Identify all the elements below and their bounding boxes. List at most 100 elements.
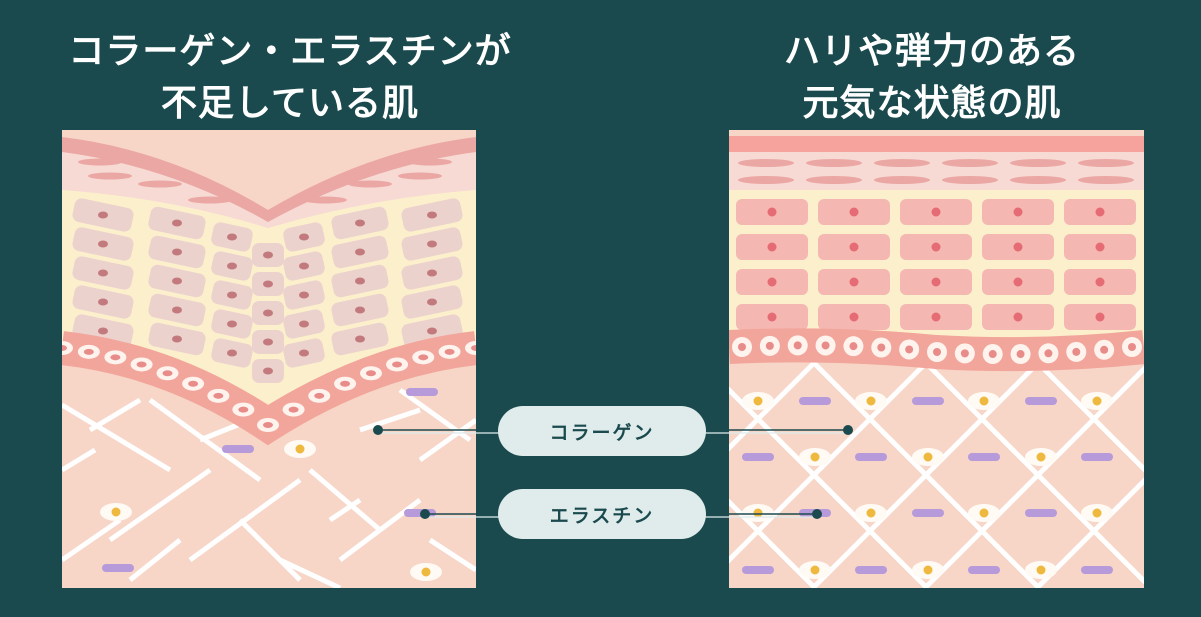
collagen-fiber-broken: [62, 517, 122, 563]
cell-nucleus: [172, 248, 182, 256]
cell-nucleus: [227, 262, 237, 270]
elastin-fiber: [912, 397, 944, 405]
basal-cell-nucleus: [83, 348, 94, 355]
cell-nucleus: [427, 240, 437, 248]
basal-cell-nucleus: [1016, 350, 1025, 359]
cell-nucleus: [263, 338, 273, 346]
cell-nucleus: [1013, 242, 1023, 252]
cell-nucleus: [98, 240, 108, 248]
fibroblast-nucleus: [295, 444, 305, 454]
cell-nucleus: [1095, 207, 1105, 217]
basal-cell-nucleus: [418, 354, 429, 361]
cell-nucleus: [299, 291, 309, 299]
basal-cell-nucleus: [162, 370, 173, 377]
collagen-fiber-broken: [188, 477, 302, 563]
cell-nucleus: [299, 320, 309, 328]
collagen-fiber: [923, 365, 1144, 588]
cell-nucleus: [931, 207, 941, 217]
basal-cell-nucleus: [1100, 345, 1109, 354]
horny-flake: [398, 172, 442, 180]
fibroblast-nucleus: [1092, 508, 1102, 518]
collagen-fiber: [729, 498, 817, 588]
right-title-line-2: 元気な状態の肌: [802, 83, 1062, 124]
elastin-pointer-right: [812, 509, 822, 519]
collagen-fibers-right: [729, 360, 1144, 588]
cell-nucleus: [227, 349, 237, 357]
elastin-fiber: [742, 453, 774, 461]
basal-cell-nucleus: [314, 392, 325, 399]
elastin-pointer-left: [420, 509, 430, 519]
basal-cell-nucleus: [988, 350, 997, 359]
horny-flake: [942, 159, 998, 167]
elastin-fiber: [799, 397, 831, 405]
collagen-label: コラーゲン: [498, 406, 706, 456]
cell-nucleus: [227, 291, 237, 299]
fibroblast-nucleus: [979, 396, 989, 406]
elastin-fiber: [742, 566, 774, 574]
basal-cell: [465, 341, 476, 355]
collagen-fiber-broken: [278, 557, 342, 588]
horny-flake: [408, 158, 452, 166]
cell-nucleus: [299, 233, 309, 241]
cell-nucleus: [355, 335, 365, 343]
fibroblast-nucleus: [810, 565, 820, 575]
cell-nucleus: [931, 242, 941, 252]
cell-nucleus: [849, 242, 859, 252]
cell-nucleus: [172, 277, 182, 285]
cell-nucleus: [931, 277, 941, 287]
cell-nucleus: [263, 309, 273, 317]
horny-flake: [348, 180, 392, 188]
basal-cell-nucleus: [238, 406, 249, 413]
elastin-fiber: [406, 388, 438, 396]
cell-nucleus: [427, 298, 437, 306]
collagen-pointer-left: [373, 425, 383, 435]
cell-nucleus: [931, 312, 941, 322]
horny-flake: [1078, 159, 1134, 167]
right-panel-title: ハリや弾力のある 元気な状態の肌: [672, 26, 1192, 130]
elastin-fiber: [102, 564, 134, 572]
basal-cell-nucleus: [877, 343, 886, 352]
cell-nucleus: [98, 327, 108, 335]
cell-nucleus: [427, 211, 437, 219]
collagen-fiber-broken: [359, 407, 421, 433]
collagen-fiber-broken: [128, 538, 182, 582]
basal-cell-nucleus: [213, 392, 224, 399]
collagen-fiber-broken: [418, 417, 476, 463]
cell-nucleus: [767, 277, 777, 287]
cell-nucleus: [263, 280, 273, 288]
cell-nucleus: [427, 327, 437, 335]
basal-cell-nucleus: [188, 380, 199, 387]
basal-cell-nucleus: [263, 422, 273, 428]
basal-cell-nucleus: [1044, 349, 1053, 358]
basal-cell-nucleus: [905, 345, 914, 354]
elastin-fiber: [404, 509, 436, 517]
cell-nucleus: [767, 312, 777, 322]
elastin-fiber: [1081, 453, 1113, 461]
basal-cell-nucleus: [288, 406, 299, 413]
collagen-fiber-broken: [62, 447, 97, 473]
horny-flakes-right: [738, 159, 1134, 184]
collagen-fiber-broken: [308, 468, 382, 532]
cell-nucleus: [767, 242, 777, 252]
collagen-fiber-broken: [108, 467, 212, 543]
fibroblast-nucleus: [1036, 565, 1046, 575]
elastin-fiber: [968, 566, 1000, 574]
basal-cell-nucleus: [444, 348, 455, 355]
cell-nucleus: [1095, 312, 1105, 322]
cell-nucleus: [1013, 277, 1023, 287]
collagen-fiber-broken: [328, 497, 362, 523]
collagen-fiber: [729, 360, 929, 564]
basal-cell-nucleus: [1072, 347, 1081, 356]
basal-cell-nucleus: [1128, 343, 1136, 351]
fibroblast-nucleus: [421, 567, 431, 577]
elastin-fiber: [1025, 397, 1057, 405]
collagen-fiber: [811, 360, 1041, 588]
basal-cell-nucleus: [738, 343, 746, 351]
cell-nucleus: [263, 367, 273, 375]
healthy-skin-illustration: [729, 130, 1144, 588]
horny-flake: [188, 196, 232, 204]
elastin-fiber: [855, 566, 887, 574]
granular-layer-right: [729, 152, 1144, 190]
elastin-fiber: [1081, 566, 1113, 574]
cell-nucleus: [355, 306, 365, 314]
